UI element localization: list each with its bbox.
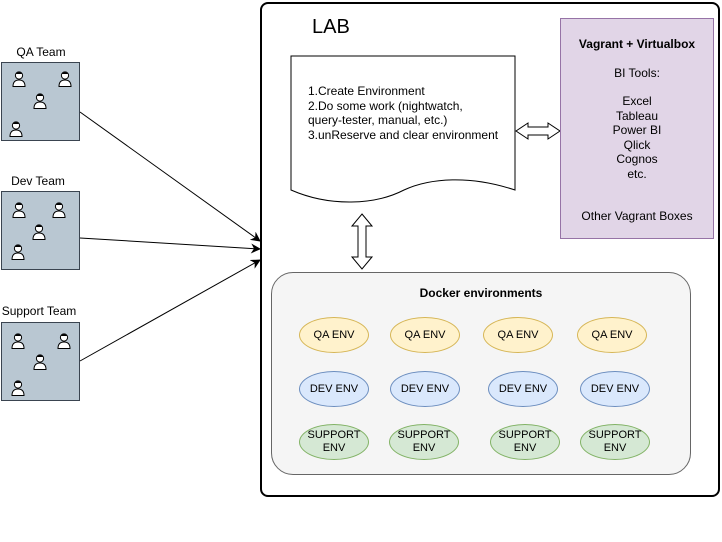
lab-container bbox=[260, 2, 720, 497]
dev-team-label: Dev Team bbox=[11, 174, 65, 188]
user-icon bbox=[57, 333, 71, 349]
step-line: 3.unReserve and clear environment bbox=[308, 127, 499, 142]
step-line: query-tester, manual, etc.) bbox=[308, 113, 448, 127]
support-env: SUPPORT ENV bbox=[389, 424, 459, 460]
step-line: 1.Create Environment bbox=[308, 84, 425, 98]
double-arrow-icon bbox=[350, 213, 374, 270]
user-icon bbox=[33, 93, 47, 109]
qa-team-label: QA Team bbox=[16, 45, 66, 59]
user-icon bbox=[32, 224, 46, 240]
user-icon bbox=[52, 202, 66, 218]
user-icon bbox=[58, 71, 72, 87]
dev-env: DEV ENV bbox=[488, 371, 558, 407]
support-env: SUPPORT ENV bbox=[580, 424, 650, 460]
qa-env: QA ENV bbox=[390, 317, 460, 353]
docker-title: Docker environments bbox=[419, 286, 543, 300]
user-icon bbox=[11, 333, 25, 349]
qa-env: QA ENV bbox=[483, 317, 553, 353]
qa-env: QA ENV bbox=[299, 317, 369, 353]
dev-env: DEV ENV bbox=[299, 371, 369, 407]
user-icon bbox=[11, 380, 25, 396]
support-team-arrow bbox=[79, 259, 261, 362]
support-team-label: Support Team bbox=[1, 304, 77, 318]
support-env: SUPPORT ENV bbox=[490, 424, 560, 460]
dev-team-arrow bbox=[79, 237, 261, 254]
vagrant-title: Vagrant + Virtualbox bbox=[578, 37, 696, 51]
step-line: 2.Do some work (nightwatch, bbox=[308, 98, 463, 113]
bi-tool-item: Power BI bbox=[612, 123, 662, 137]
user-icon bbox=[33, 354, 47, 370]
support-team-box bbox=[1, 322, 80, 401]
bi-tool-item: Excel bbox=[622, 94, 652, 108]
steps-document-shape bbox=[290, 55, 516, 203]
docker-environments-box: Docker environments QA ENV QA ENV QA ENV… bbox=[271, 272, 691, 475]
user-icon bbox=[12, 202, 26, 218]
user-icon bbox=[11, 244, 25, 260]
support-env: SUPPORT ENV bbox=[299, 424, 369, 460]
bi-tool-item: Qlick bbox=[623, 137, 651, 152]
bi-tool-item: Cognos bbox=[616, 152, 658, 166]
bi-tools-heading: BI Tools: bbox=[614, 66, 660, 80]
other-vagrant-boxes: Other Vagrant Boxes bbox=[581, 209, 693, 223]
lab-title: LAB bbox=[312, 16, 350, 38]
qa-team-arrow bbox=[79, 111, 261, 242]
qa-team-box bbox=[1, 62, 80, 141]
bi-tool-item: Tableau bbox=[615, 108, 659, 123]
user-icon bbox=[12, 71, 26, 87]
dev-team-box bbox=[1, 191, 80, 270]
steps-document: 1.Create Environment 2.Do some work (nig… bbox=[308, 84, 513, 142]
dev-env: DEV ENV bbox=[580, 371, 650, 407]
bi-tool-item: etc. bbox=[627, 166, 647, 181]
vagrant-virtualbox-box: Vagrant + Virtualbox BI Tools: Excel Tab… bbox=[560, 18, 714, 239]
user-icon bbox=[9, 121, 23, 137]
dev-env: DEV ENV bbox=[390, 371, 460, 407]
qa-env: QA ENV bbox=[577, 317, 647, 353]
bi-tools-list: Excel Tableau Power BI Qlick Cognos etc. bbox=[561, 94, 713, 181]
